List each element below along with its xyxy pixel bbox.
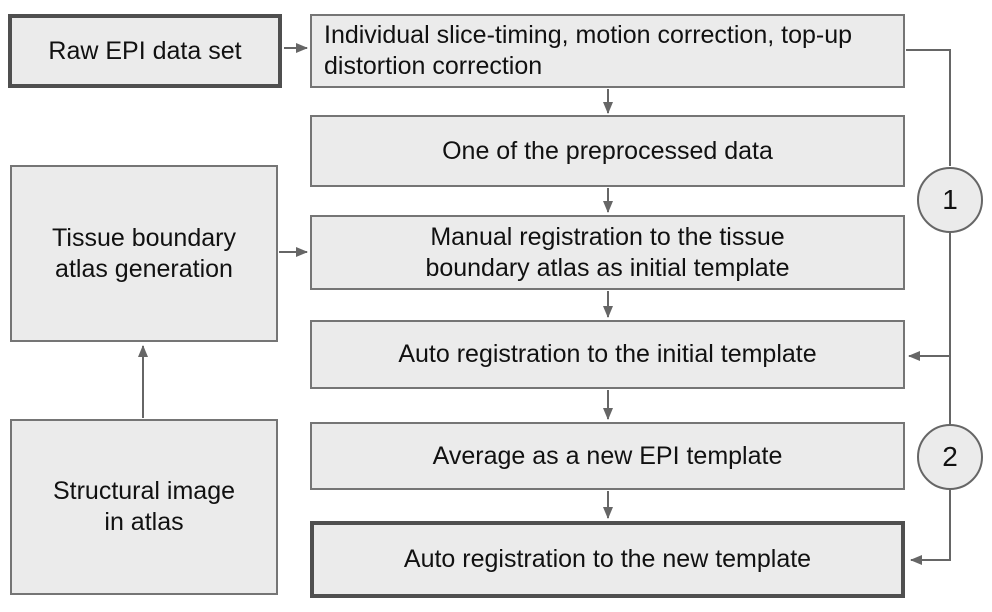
- node-label: One of the preprocessed data: [442, 136, 773, 165]
- connector-preprocess-to-loop1: [906, 49, 951, 166]
- node-label: Tissue boundary atlas generation: [52, 223, 236, 283]
- node-preprocessing: Individual slice-timing, motion correcti…: [310, 14, 905, 88]
- node-one-preprocessed: One of the preprocessed data: [310, 115, 905, 187]
- node-raw-epi: Raw EPI data set: [8, 14, 282, 88]
- node-tissue-boundary-atlas: Tissue boundary atlas generation: [10, 165, 278, 342]
- node-label: Individual slice-timing, motion correcti…: [324, 21, 853, 80]
- node-auto-registration-new: Auto registration to the new template: [310, 521, 905, 598]
- node-label: Raw EPI data set: [48, 36, 242, 65]
- node-label: Auto registration to the new template: [403, 545, 812, 573]
- node-manual-registration: Manual registration to the tissue bounda…: [310, 215, 905, 290]
- node-label: Auto registration to the initial templat…: [398, 340, 817, 368]
- loop-badge-label: 1: [942, 184, 958, 215]
- loop-badge-2: 2: [917, 424, 983, 490]
- node-label: Manual registration to the tissue bounda…: [425, 222, 790, 282]
- node-label: Structural image in atlas: [52, 477, 236, 536]
- node-label: Average as a new EPI template: [432, 441, 783, 470]
- loop-badge-1: 1: [917, 167, 983, 233]
- connector-loop2-to-auto-new: [910, 490, 951, 565]
- node-average-template: Average as a new EPI template: [310, 422, 905, 490]
- node-structural-image: Structural image in atlas: [10, 419, 278, 595]
- node-auto-registration-initial: Auto registration to the initial templat…: [310, 320, 905, 389]
- loop-badge-label: 2: [942, 441, 958, 472]
